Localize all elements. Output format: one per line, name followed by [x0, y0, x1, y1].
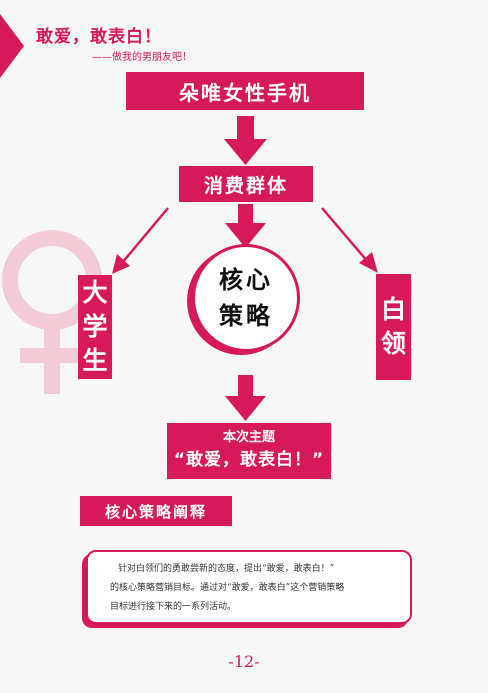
product-box: 朵唯女性手机 — [126, 72, 364, 110]
arrow-right-diagonal-icon — [321, 207, 378, 273]
theme-label: 本次主题 — [222, 430, 275, 445]
corner-triangle-decoration — [0, 14, 24, 78]
description-line: 的核心策略营销目标。通过对“敢爱，敢表白”这个营销策略 — [110, 583, 345, 593]
core-strategy-circle: 核心 策略 — [192, 244, 300, 352]
page-subheadline: ——做我的男朋友吧！ — [92, 52, 192, 63]
core-strategy-line: 策略 — [219, 302, 273, 330]
arrow-down-icon — [225, 204, 266, 248]
college-students-char: 生 — [82, 346, 108, 375]
white-collar-char: 白 — [380, 295, 406, 324]
arrow-left-diagonal-icon — [112, 207, 169, 274]
college-students-char: 大 — [82, 278, 108, 307]
white-collar-char: 领 — [380, 329, 406, 358]
page-headline: 敢爱，敢表白！ — [36, 27, 162, 47]
theme-box: 本次主题 “敢爱，敢表白！” — [167, 423, 331, 479]
white-collar-box: 白 领 — [376, 274, 411, 380]
description-line: 目标进行接下来的一系列活动。 — [110, 602, 237, 612]
arrow-down-icon — [225, 375, 266, 421]
theme-slogan: “敢爱，敢表白！” — [173, 450, 325, 470]
arrow-down-icon — [224, 116, 267, 165]
description-box: 针对白领们的勇敢尝新的态度，提出“敢爱，敢表白！” 的核心策略营销目标。通过对“… — [86, 550, 412, 624]
college-students-char: 学 — [82, 312, 108, 341]
college-students-box: 大 学 生 — [78, 275, 112, 379]
consumer-group-box: 消费群体 — [179, 166, 313, 202]
section-title: 核心策略阐释 — [80, 496, 232, 526]
page-number: -12- — [228, 652, 260, 671]
description-line: 针对白领们的勇敢尝新的态度，提出“敢爱，敢表白！” — [118, 564, 335, 574]
core-strategy-line: 核心 — [219, 266, 273, 294]
